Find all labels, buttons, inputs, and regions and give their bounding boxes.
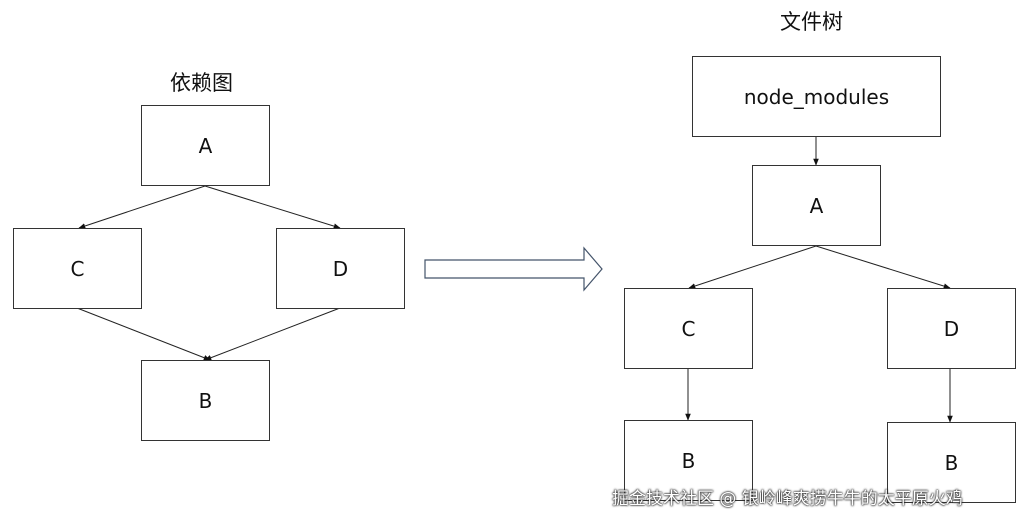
tree-node-d: D [887,288,1016,369]
tree-node-c: C [624,288,753,369]
tree-node-a: A [752,165,881,246]
edge-tree-a-to-d [815,245,951,289]
edge-a-to-c [78,185,206,229]
edge-d-to-b [204,307,341,361]
file-tree-title: 文件树 [780,10,843,34]
edge-a-to-d [204,185,341,229]
watermark: 掘金技术社区 @ 银岭峰爽捞牛牛的太平原火鸡 [612,489,963,509]
dep-node-c: C [13,228,142,309]
tree-node-b-under-d: B [887,422,1016,503]
transform-arrow [424,246,603,292]
edge-c-to-b [76,307,211,361]
tree-node-node-modules: node_modules [692,56,941,137]
tree-node-b-under-c: B [624,420,753,501]
dep-node-b: B [141,360,270,441]
dep-node-a: A [141,105,270,186]
edge-tree-a-to-c [688,245,817,289]
dep-node-d: D [276,228,405,309]
dependency-graph-title: 依赖图 [170,71,233,95]
